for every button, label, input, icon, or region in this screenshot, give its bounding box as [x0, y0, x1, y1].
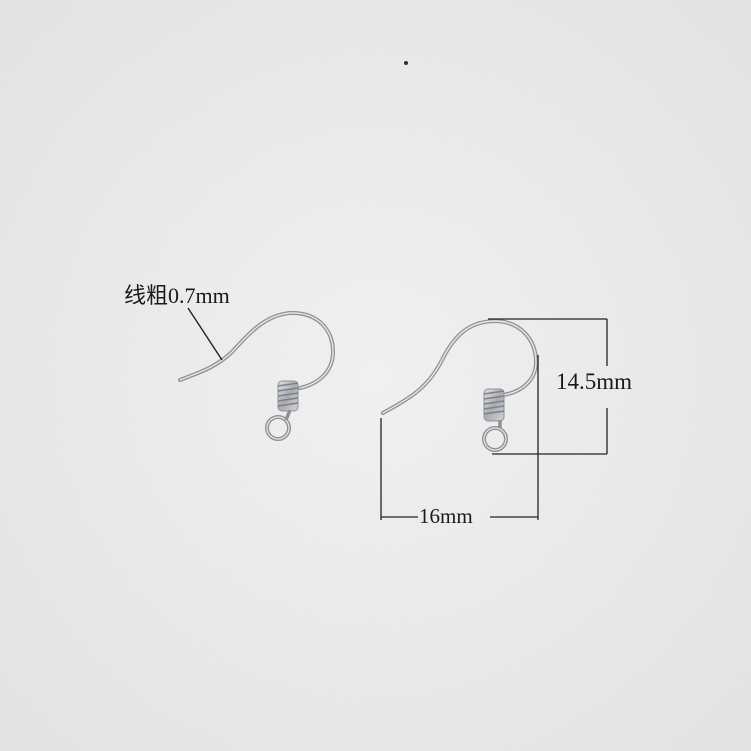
coil-left	[277, 380, 299, 412]
wire-leader-line	[187, 307, 223, 361]
loop-right	[482, 420, 508, 452]
width-label: 16mm	[418, 504, 474, 528]
loop-left	[265, 409, 292, 441]
wire-thickness-label: 线粗0.7mm	[124, 283, 230, 308]
coil-right	[483, 388, 505, 422]
height-dimension	[488, 318, 608, 455]
dust-speck	[404, 61, 408, 65]
height-label: 14.5mm	[556, 369, 633, 394]
earring-hook-right	[381, 319, 538, 452]
earring-hook-left	[178, 310, 335, 441]
width-dimension	[380, 355, 539, 520]
